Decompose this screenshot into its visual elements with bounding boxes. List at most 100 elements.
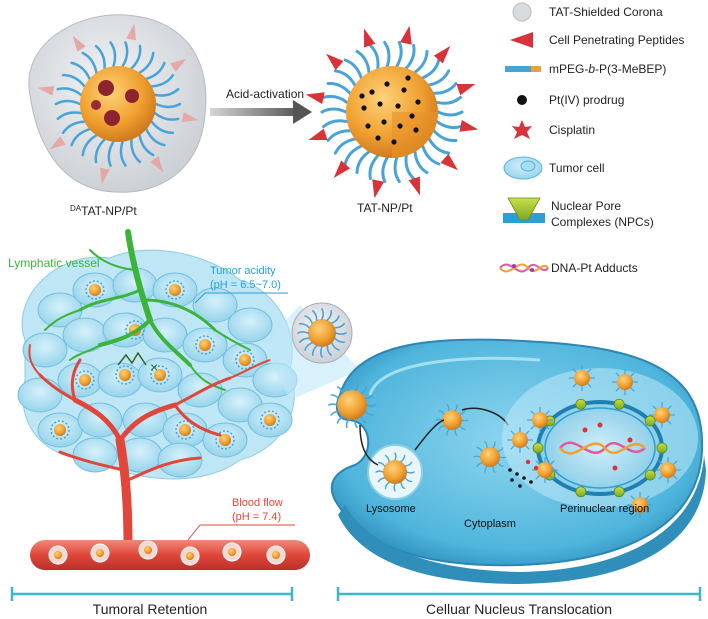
polymer-strand: [673, 475, 678, 480]
cpp-cone: [150, 156, 164, 173]
polymer-strand: [667, 405, 672, 410]
polymer-strand: [154, 102, 182, 109]
polymer-strand: [94, 138, 106, 164]
polymer-strand: [322, 94, 349, 104]
polymer-strand: [56, 111, 83, 121]
polymer-strand: [343, 144, 363, 166]
polymer-strand: [331, 342, 340, 351]
polymer-strand: [354, 418, 358, 429]
legend-label-tumor-cell: Tumor cell: [549, 161, 605, 175]
released-prodrug-dot: [508, 468, 512, 472]
cpp-cone: [400, 25, 412, 45]
nanoparticle-core: [228, 548, 236, 556]
polymer-strand: [346, 381, 350, 392]
cisplatin-dot: [525, 459, 531, 465]
polymer-strand: [368, 43, 380, 70]
lymphatic-vessel: [44, 229, 251, 391]
polymer-strand: [320, 107, 348, 114]
pt-prodrug-dot: [401, 87, 407, 93]
polymer-strand: [459, 409, 466, 415]
red-cone-icon: [510, 32, 533, 48]
cpp-cone: [170, 58, 187, 72]
released-prodrug-dot: [510, 478, 514, 482]
black-dot-icon: [517, 95, 527, 105]
polymer-strand: [107, 140, 115, 167]
polymer-strand: [304, 315, 313, 324]
polymer-strand: [427, 137, 451, 155]
polymer-strand: [497, 446, 504, 452]
polymer-strand: [587, 383, 592, 388]
polymer-strand: [413, 150, 429, 175]
polymer-strand: [145, 127, 166, 147]
polymer-strand: [336, 415, 344, 424]
datat-np-label: DATAT-NP/Pt: [70, 204, 137, 218]
polymer-strand: [297, 330, 309, 334]
pt-prodrug-dot: [391, 139, 397, 145]
polymer-strand: [652, 420, 657, 425]
pt-prodrug-dot: [361, 105, 367, 111]
nanoparticle-core: [272, 551, 280, 559]
cpp-cone: [99, 167, 110, 185]
dna-helix-icon: [499, 263, 549, 273]
legend-label-corona: TAT-Shielded Corona: [549, 5, 663, 19]
tumor-cell: [72, 437, 118, 473]
polymer-strand: [364, 394, 374, 400]
nuclear-pore: [532, 442, 544, 454]
internalizing-particle: [337, 390, 367, 420]
polymer-strand: [673, 460, 678, 465]
polymer-strand: [393, 156, 401, 184]
polymer-strand: [328, 403, 338, 406]
polymer-strand: [476, 462, 483, 468]
polymer-strand: [319, 346, 323, 358]
polymer-corona-ring: [115, 365, 135, 385]
polymer-strand: [572, 383, 577, 388]
polymer-corona-strands: [54, 41, 182, 167]
nuclear-pore: [613, 398, 625, 410]
polymer-strand: [145, 61, 166, 81]
tumor-cell: [192, 287, 238, 323]
lysosome: [367, 444, 423, 500]
polymer-strand: [334, 337, 345, 344]
pt-prodrug-blob: [91, 100, 101, 110]
section-bracket-left: [10, 587, 294, 601]
polymer-strand: [645, 510, 650, 515]
blood-flow-ph: (pH = 7.4): [232, 511, 281, 523]
polymer-strand: [326, 310, 333, 321]
cpp-cone: [408, 176, 420, 196]
cpp-cone: [456, 84, 476, 96]
pt-prodrug-blob: [104, 110, 120, 126]
polymer-strand: [364, 410, 374, 416]
polymer-strand: [525, 445, 530, 450]
released-prodrug-dot: [518, 484, 522, 488]
cpp-cones-exposed: [305, 25, 479, 199]
polymer-strand: [138, 51, 155, 74]
polymer-strand: [476, 446, 483, 452]
polymer-strand: [535, 475, 540, 480]
polymer-strand: [461, 419, 469, 422]
polymer-strand: [587, 368, 592, 373]
polymer-strand: [446, 428, 450, 436]
polymer-strand: [630, 372, 635, 377]
polymer-strand: [645, 495, 650, 500]
cpp-cone: [181, 112, 199, 123]
polymer-strand: [138, 134, 155, 157]
polymer-strand: [421, 144, 441, 166]
polymer-strand: [436, 110, 464, 117]
polymer-strand: [153, 111, 180, 121]
polymer-strand: [545, 425, 550, 430]
accumulated-nanoparticle: [54, 424, 66, 436]
polymer-corona-ring: [165, 280, 185, 300]
perinuclear-particle: [532, 412, 548, 428]
polymer-corona-ring: [85, 280, 105, 300]
polymer-strand: [335, 332, 347, 336]
polymer-strand: [667, 420, 672, 425]
acid-activation-label: Acid-activation: [226, 87, 304, 101]
accumulated-nanoparticle: [239, 354, 251, 366]
polymer-strand: [355, 150, 371, 175]
polymer-strand: [56, 87, 83, 97]
legend-label-cisplatin: Cisplatin: [549, 123, 595, 137]
polymer-strand: [360, 415, 368, 424]
nuclear-pore-icon: [503, 197, 545, 223]
path-arrow: [359, 424, 379, 466]
pt-prodrug-dot: [409, 113, 415, 119]
